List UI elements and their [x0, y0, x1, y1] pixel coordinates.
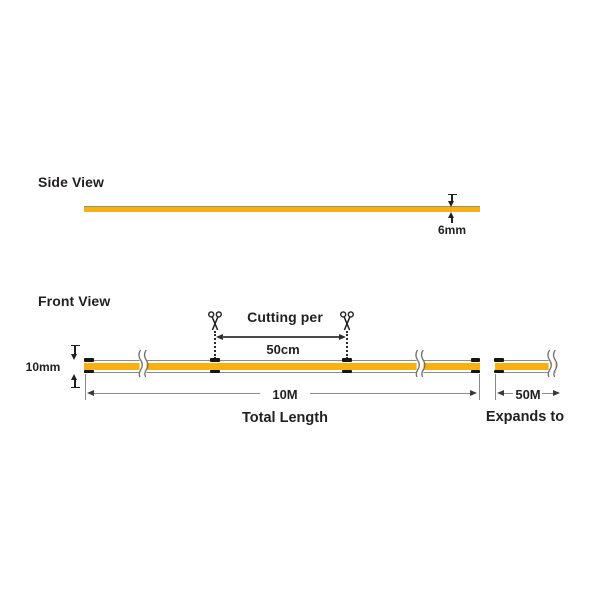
front-view-strip — [84, 359, 480, 373]
strip-break-icon — [414, 349, 426, 388]
thickness-arrow-up-icon — [448, 212, 455, 218]
strip-led-core — [84, 363, 480, 370]
cutting-per-label: Cutting per — [247, 309, 323, 325]
strip-break-icon — [546, 349, 558, 388]
side-view-title: Side View — [38, 174, 105, 190]
cut-mark — [84, 369, 94, 373]
strip-break-icon — [137, 349, 149, 388]
thickness-value: 6mm — [437, 222, 466, 237]
side-view-strip — [84, 206, 480, 212]
strip-led-core — [495, 363, 556, 370]
cut-mark — [494, 358, 504, 362]
cut-mark — [470, 369, 480, 373]
expand-arrow-right-icon — [553, 390, 560, 396]
strip-width-value: 10mm — [25, 359, 61, 374]
width-dim-bottom-line — [74, 379, 76, 387]
total-length-arrow-left-icon — [87, 390, 94, 396]
expand-arrow-left-icon — [497, 390, 504, 396]
expand-ext-line-left — [494, 374, 496, 400]
total-length-label: Total Length — [242, 410, 328, 426]
cut-interval-dim-line — [222, 336, 341, 338]
expand-dim-line — [504, 392, 513, 395]
expansion-strip-segment — [495, 359, 556, 373]
expand-dim-line — [542, 392, 553, 395]
thickness-dim-bottom-line — [451, 217, 453, 223]
front-view-title: Front View — [38, 293, 111, 309]
scissors-icon — [207, 311, 223, 336]
cut-guide-dotted-line — [214, 331, 216, 359]
total-length-ext-line-left — [85, 374, 87, 400]
expand-value: 50M — [515, 386, 541, 402]
total-length-ext-line-right — [478, 374, 480, 400]
total-length-dim-line — [310, 392, 470, 395]
cut-interval-arrow-right-icon — [339, 333, 346, 340]
total-length-dim-line — [94, 392, 260, 395]
cut-mark — [84, 358, 94, 362]
total-length-arrow-right-icon — [470, 390, 477, 396]
width-arrow-up-icon — [71, 373, 78, 380]
width-dim-bottom-bar — [70, 386, 80, 388]
expand-label: Expands to — [485, 409, 565, 425]
cut-mark — [494, 369, 504, 373]
cut-mark — [210, 358, 220, 362]
cut-mark — [342, 369, 352, 373]
cut-interval-arrow-left-icon — [216, 333, 223, 340]
width-arrow-down-icon — [71, 354, 78, 360]
width-dim-top-line — [74, 346, 76, 354]
cut-guide-dotted-line — [346, 331, 348, 359]
cut-mark — [470, 358, 480, 362]
thickness-arrow-down-icon — [448, 200, 455, 207]
cut-interval-value: 50cm — [266, 341, 300, 357]
cut-mark — [342, 358, 352, 362]
scissors-icon — [339, 311, 355, 336]
cut-mark — [210, 369, 220, 373]
thickness-dim-top-line — [451, 195, 453, 201]
total-length-value: 10M — [272, 386, 298, 402]
width-dim-top-bar — [70, 345, 80, 347]
thickness-dim-top-bar — [447, 194, 457, 196]
